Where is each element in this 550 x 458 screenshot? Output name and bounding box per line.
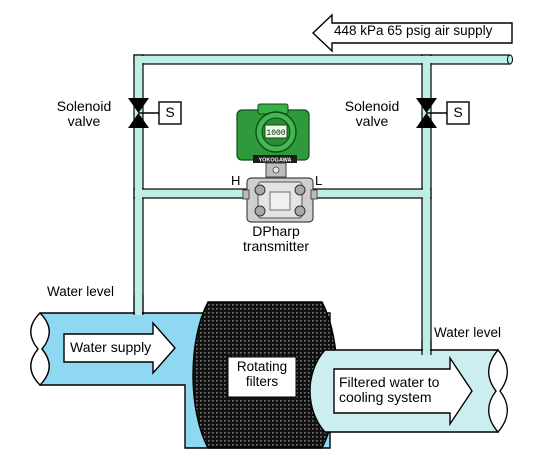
pipe-end-cap <box>507 54 513 65</box>
right-solenoid-label-line1: Solenoid <box>344 98 400 114</box>
filters-label-line2: filters <box>245 373 279 389</box>
filtered-water-label-line2: cooling system <box>339 389 432 406</box>
filtered-water-arrow <box>333 355 473 427</box>
filters-label-box <box>227 356 297 398</box>
transmitter-name-line1: DPharp <box>252 223 300 239</box>
water-level-right-label: Water level <box>434 325 502 340</box>
brand-text: YOKOGAWA <box>258 158 291 164</box>
water-supply-label: Water supply <box>70 339 152 355</box>
left-solenoid-label-line2: valve <box>67 113 101 130</box>
filtered-water-label-line1: Filtered water to <box>339 374 440 390</box>
filtered-water-label: Filtered water to cooling system <box>339 374 440 406</box>
water-supply-arrow <box>63 321 176 375</box>
transmitter-name-line2: transmitter <box>242 238 310 255</box>
air-supply-label: 448 kPa 65 psig air supply <box>334 23 493 38</box>
low-port-label: L <box>315 173 323 188</box>
left-solenoid-label: Solenoid valve <box>46 98 122 130</box>
high-port-label: H <box>231 173 241 188</box>
transmitter-display-value: 1000 <box>266 129 285 138</box>
left-solenoid-valve[interactable] <box>128 98 182 128</box>
left-solenoid-box <box>158 101 182 125</box>
left-solenoid-letter: S <box>165 104 175 120</box>
right-solenoid-label-line2: valve <box>355 113 389 130</box>
air-supply-arrow <box>311 13 513 53</box>
dpharp-transmitter[interactable]: 1000 YOKOGAWA <box>236 103 318 223</box>
right-solenoid-label: Solenoid valve <box>334 98 410 130</box>
filters-label: Rotating filters <box>228 359 296 390</box>
transmitter-display <box>264 124 288 139</box>
right-solenoid-box <box>446 101 470 125</box>
right-impulse-tip <box>423 340 430 354</box>
left-impulse-tip <box>135 295 142 315</box>
pipe-joins <box>135 56 509 354</box>
right-solenoid-letter: S <box>453 104 463 120</box>
transmitter-name-label: DPharp transmitter <box>226 223 326 255</box>
rotating-filter-drum <box>192 301 338 449</box>
water-level-left-label: Water level <box>47 284 115 299</box>
right-solenoid-valve[interactable] <box>416 98 470 128</box>
filters-label-line1: Rotating <box>236 359 288 374</box>
brand-plate <box>253 155 297 163</box>
left-solenoid-label-line1: Solenoid <box>56 98 112 114</box>
